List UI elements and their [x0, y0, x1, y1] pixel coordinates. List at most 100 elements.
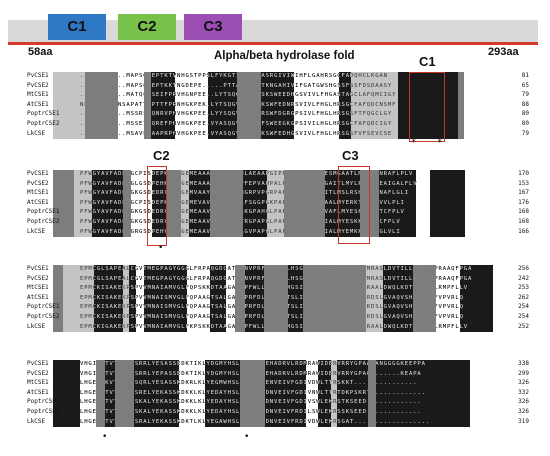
sequence-residues: LHGEADTVTDPSVSKALYEKASSKDKKLKLYEDAYHSLIQ… [80, 409, 422, 415]
sequence-name: PvCSE1 [27, 360, 49, 367]
shade-segment [245, 265, 264, 333]
sequence-position: 81 [521, 72, 529, 79]
shade-segment [94, 265, 114, 333]
sequence-residues: LHGEADKVTDPSVSQRLYESASSKDKRLKLYEGMWHSLIQ… [80, 380, 418, 387]
domain-c2-label: C2 [137, 18, 157, 35]
sequence-residues: PFWGYAVFADLLGKGSDEDRVGVSGEMEAAVSEFREGVTR… [80, 219, 401, 225]
sequence-residues: PFWGYAVFADLLGRGSDPEHVGVSGEMEAAVRGFFLGVLG… [80, 228, 401, 235]
alignment-row: MtCSE1 LHGEADKVTDPSVSQRLYESASSKDKRLKLYEGM… [27, 379, 537, 387]
sequence-name: PoptrCSE2 [27, 218, 60, 225]
sequence-position: 254 [518, 303, 529, 311]
motif-box-c2 [147, 166, 167, 246]
sequence-residues: VHGIAGTVTDPEGSRRLYEPASSEDKTIKLYDGMYHSLIQ… [80, 370, 422, 377]
catalytic-dot-3: • [244, 432, 250, 442]
alignment-row: PvCSE2...........MAPSGDEPTKKTNGDEPE.....… [27, 82, 537, 90]
alignment-row: PvCSE1 VHGIAGTVTDPEGSRRLYESASSEDKTIKLYDGM… [27, 360, 537, 368]
sequence-position: 254 [518, 313, 529, 320]
sequence-residues: LHGEADTVTDPSVSKALYEKASSKDKKLKLYEDAYHSLIQ… [80, 399, 422, 406]
shade-segment [267, 170, 284, 238]
domain-c3-label: C3 [203, 18, 223, 35]
sequence-position: 167 [518, 189, 529, 197]
shade-segment [366, 265, 383, 333]
sequence-name: PvCSE2 [27, 369, 49, 377]
sequence-residues: EPMCKISAKEKPSPVVMNAISMVGLFQPAAGTSALGAVGP… [80, 304, 464, 311]
shade-segment [235, 265, 245, 333]
shade-segment [230, 72, 237, 140]
shade-segment [152, 170, 166, 238]
alignment-row: PoptrCSE2 EPMCKISAKEKPSPVVMNAISMVGLFQPAAG… [27, 313, 537, 321]
shade-segment [162, 360, 179, 428]
sequence-name: LkCSE [27, 129, 46, 137]
sequence-residues: EPMCKISAKEKPSPVVMNAISMVGLFQPAAGTSALGAVGP… [80, 294, 464, 301]
shade-segment [325, 170, 334, 238]
motif-label-c2: C2 [153, 148, 170, 163]
sequence-name: MtCSE1 [27, 284, 49, 292]
shade-segment [240, 360, 265, 428]
shade-segment [210, 170, 224, 238]
motif-label-c3: C3 [342, 148, 359, 163]
sequence-residues: PFWGYAVFADLLGKGSDEDRVGVSGEMEAAVSEFREGVSK… [80, 209, 405, 216]
shade-segment [53, 265, 63, 333]
shade-segment [114, 265, 123, 333]
shade-segment [53, 360, 80, 428]
sequence-residues: EPMCKISAKEKPSPVVMNAIAMVGLFQPSKKDTAAGAVKP… [80, 285, 469, 292]
sequence-residues: EPMCKISAKEKPSPVVMNAISMVGLFQPAAGTSALGAVGP… [80, 314, 464, 320]
sequence-name: MtCSE1 [27, 379, 49, 387]
sequence-residues: EPMCGLSAPEALCGVTMEGPAGYGGGLFRPAQGDCATGAN… [80, 275, 473, 282]
sequence-position: 80 [521, 120, 529, 127]
shade-segment [430, 170, 441, 238]
sequence-name: AtCSE1 [27, 198, 49, 206]
sequence-position: 79 [521, 91, 529, 99]
sequence-residues: PFWGYAVFADLLGKGSDEDRVGVSGEMVAAYGFLFEGVHG… [80, 190, 409, 197]
shade-segment [53, 170, 74, 238]
shade-segment [413, 265, 436, 333]
shade-segment [144, 72, 151, 140]
shade-segment [53, 72, 85, 140]
alignment-row: PvCSE1...........MAPSGDEPTKTVNHGSTPPSLFY… [27, 72, 537, 80]
sequence-position: 338 [518, 360, 529, 367]
domain-c2: C2 [118, 14, 176, 40]
sequence-name: PvCSE1 [27, 265, 49, 272]
sequence-residues: EPMCKIGAKEKPSPVVMNAIAMVGLFKPSKKDTAAGAVKP… [80, 323, 469, 330]
conservation-shading [53, 170, 465, 238]
domain-c1-label: C1 [67, 18, 87, 35]
sequence-name: PoptrCSE2 [27, 408, 60, 415]
alignment-row: PoptrCSE2 LHGEADTVTDPSVSKALYEKASSKDKKLKLY… [27, 408, 537, 416]
shade-segment [123, 170, 131, 238]
sequence-name: PvCSE2 [27, 179, 49, 187]
shade-segment [237, 72, 261, 140]
sequence-position: 326 [518, 398, 529, 406]
sequence-name: PoptrCSE1 [27, 398, 60, 406]
sequence-residues: VHGIAGTVTDPEGSRRLYESASSEDKTIKLYDGMYHSLIQ… [80, 361, 426, 367]
sequence-name: PoptrCSE1 [27, 303, 60, 311]
sequence-position: 168 [518, 208, 529, 216]
shade-segment [208, 72, 230, 140]
hydrolase-fold-line [8, 42, 538, 45]
sequence-residues: ...........MAPSGDEPTKKTNGDEPE.....PTTANN… [80, 82, 393, 89]
shade-segment [189, 170, 210, 238]
conservation-shading [53, 360, 470, 428]
shade-segment [425, 72, 437, 140]
shade-segment [318, 360, 331, 428]
sequence-name: PoptrCSE2 [27, 313, 60, 320]
sequence-position: 326 [518, 379, 529, 387]
shade-segment [224, 170, 243, 238]
shade-segment [105, 360, 115, 428]
shade-segment [294, 170, 301, 238]
alignment-row: LkCSE PFWGYAVFADLLGRGSDPEHVGVSGEMEAAVRGFF… [27, 228, 537, 236]
sequence-residues: ...........MSSRSAQNRVPHVHGKPEE.LYYSQGVRT… [80, 111, 393, 118]
conservation-shading [53, 265, 493, 333]
shade-segment [151, 72, 175, 140]
sequence-name: LkCSE [27, 227, 46, 235]
sequence-name: PoptrCSE1 [27, 110, 60, 118]
shade-segment [284, 170, 294, 238]
shade-segment [334, 265, 366, 333]
motif-box-c1 [409, 72, 445, 142]
sequence-position: 252 [518, 322, 529, 330]
sequence-name: PvCSE2 [27, 274, 49, 282]
shade-segment [264, 265, 288, 333]
